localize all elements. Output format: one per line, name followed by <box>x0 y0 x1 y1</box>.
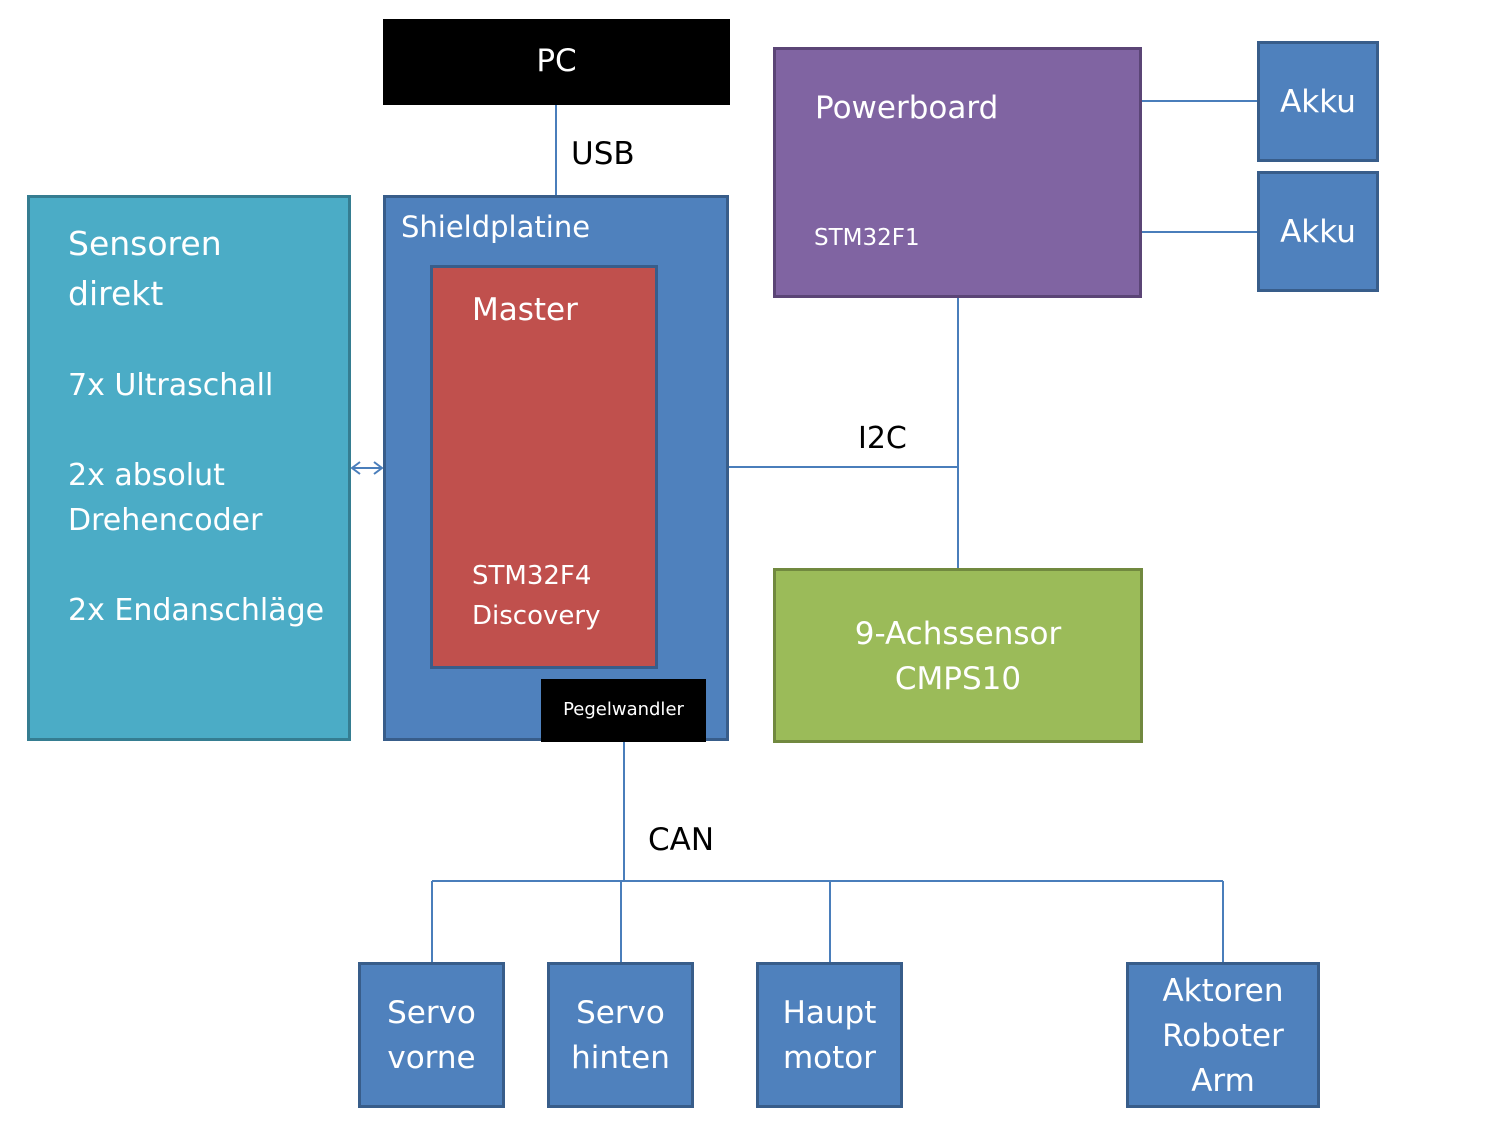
akku-label-2: Akku <box>1280 214 1356 250</box>
servo-hinten-line1: Servo <box>576 995 665 1031</box>
sensors-title-line1: Sensoren <box>68 224 222 263</box>
nine-axis-sensor-block: 9-Achssensor CMPS10 <box>773 568 1143 743</box>
master-block: Master STM32F4 Discovery <box>430 265 658 669</box>
servo-vorne-line2: vorne <box>387 1040 476 1076</box>
master-chip-line2: Discovery <box>472 601 601 631</box>
master-chip-line1: STM32F4 <box>472 561 592 591</box>
sensors-title-line2: direkt <box>68 274 164 313</box>
sensors-encoder-line1: 2x absolut <box>68 458 225 493</box>
sensors-encoder-line2: Drehencoder <box>68 503 263 538</box>
pegelwandler-label: Pegelwandler <box>563 699 684 720</box>
servo-vorne-line1: Servo <box>387 995 476 1031</box>
powerboard-chip: STM32F1 <box>814 225 920 251</box>
i2c-label: I2C <box>858 421 907 456</box>
servo-hinten-line2: hinten <box>571 1040 670 1076</box>
hauptmotor-line2: motor <box>782 1040 877 1076</box>
arrow-head-left <box>350 461 361 475</box>
pc-label: PC <box>536 43 577 79</box>
hauptmotor-block: Haupt motor <box>756 962 903 1108</box>
nine-axis-line2: CMPS10 <box>894 661 1022 697</box>
akku-block-1: Akku <box>1257 41 1379 162</box>
powerboard-block: Powerboard STM32F1 <box>773 47 1142 298</box>
servo-vorne-block: Servo vorne <box>358 962 505 1108</box>
servo-hinten-block: Servo hinten <box>547 962 694 1108</box>
master-title: Master <box>472 292 578 328</box>
can-label: CAN <box>648 822 715 858</box>
sensors-endstops: 2x Endanschläge <box>68 593 325 628</box>
akku-label-1: Akku <box>1280 84 1356 120</box>
akku-block-2: Akku <box>1257 171 1379 292</box>
pegelwandler-block: Pegelwandler <box>541 679 706 742</box>
aktoren-line3: Arm <box>1191 1063 1255 1099</box>
pc-block: PC <box>383 19 730 105</box>
arrow-head-right <box>373 461 384 475</box>
nine-axis-line1: 9-Achssensor <box>854 616 1062 652</box>
aktoren-roboter-arm-block: Aktoren Roboter Arm <box>1126 962 1320 1108</box>
usb-label: USB <box>571 136 635 172</box>
aktoren-line2: Roboter <box>1162 1018 1284 1054</box>
shieldplatine-title: Shieldplatine <box>401 210 591 244</box>
sensors-ultrasonic: 7x Ultraschall <box>68 368 274 403</box>
powerboard-title: Powerboard <box>815 90 999 126</box>
aktoren-line1: Aktoren <box>1162 973 1284 1009</box>
hauptmotor-line1: Haupt <box>782 995 877 1031</box>
sensors-block: Sensoren direkt 7x Ultraschall 2x absolu… <box>27 195 351 741</box>
